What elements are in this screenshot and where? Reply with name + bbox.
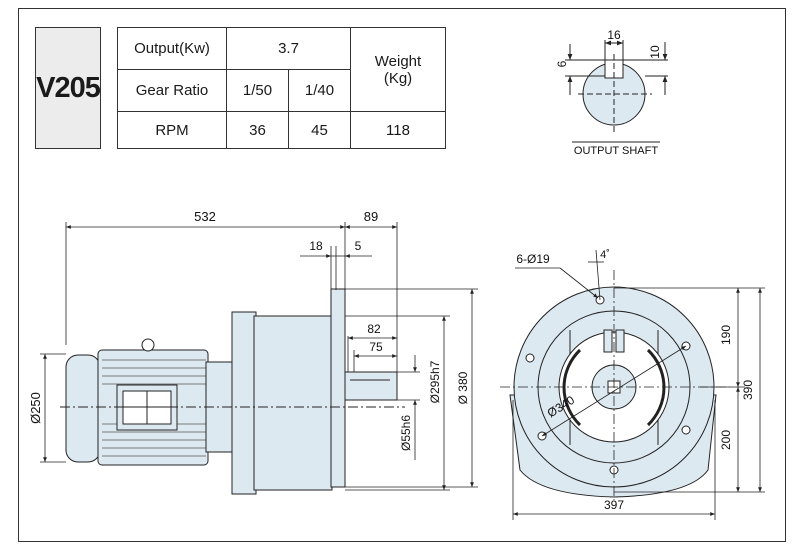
- mounting-flange: [330, 288, 346, 488]
- gear-ratio-1: 1/50: [226, 69, 289, 112]
- bolt-hole: [525, 353, 535, 363]
- weight-label: Weight: [374, 52, 422, 70]
- weight-header: Weight (Kg): [350, 27, 446, 112]
- output-value: 3.7: [226, 27, 351, 70]
- dim-flange-18: 18: [309, 239, 323, 253]
- motor-end-cap: [65, 354, 101, 463]
- gear-housing: [253, 315, 333, 491]
- front-view-dimensions: [500, 249, 765, 520]
- output-shaft-caption: OUTPUT SHAFT: [574, 145, 658, 157]
- gear-ratio-2: 1/40: [288, 69, 351, 112]
- model-badge: V205: [35, 27, 101, 149]
- rpm-2: 45: [288, 111, 351, 149]
- side-view-dimensions: [40, 222, 478, 491]
- eye-bolt: [141, 338, 155, 352]
- rpm-1: 36: [226, 111, 289, 149]
- drawing-frame: [18, 8, 786, 542]
- weight-value: 118: [350, 111, 446, 149]
- dim-75: 75: [369, 340, 383, 354]
- dim-key-depth-label: 6: [555, 60, 569, 67]
- dim-flange-5: 5: [355, 239, 362, 253]
- dim-bolt-holes: 6-Ø19: [516, 252, 550, 266]
- model-label: V205: [36, 71, 101, 104]
- dim-200: 200: [719, 430, 733, 450]
- dim-82: 82: [367, 322, 381, 336]
- bolt-hole: [681, 425, 691, 435]
- dim-397: 397: [604, 498, 624, 512]
- dim-190: 190: [719, 325, 733, 345]
- dim-flange-diameter: Ø 380: [456, 371, 470, 404]
- dim-390: 390: [741, 380, 755, 400]
- dim-shaft-extent: 89: [364, 209, 378, 224]
- gear-housing-flange: [231, 311, 257, 495]
- dim-motor-diameter: Ø250: [28, 392, 43, 424]
- weight-unit: (Kg): [383, 69, 413, 87]
- spec-table: Output(Kw) 3.7 Weight (Kg) Gear Ratio 1/…: [117, 27, 446, 149]
- side-output-shaft: [344, 371, 398, 401]
- dim-key-height-label: 10: [648, 45, 662, 59]
- side-view: [65, 288, 398, 495]
- dim-angle: 4˚: [600, 249, 610, 261]
- dim-shaft-diameter: Ø55h6: [399, 415, 413, 451]
- dim-overall-length: 532: [194, 209, 216, 224]
- output-label: Output(Kw): [117, 27, 227, 70]
- output-shaft-section: [565, 40, 668, 143]
- dim-pilot-diameter: Ø295h7: [428, 360, 442, 403]
- dim-key-width-label: 16: [607, 28, 621, 42]
